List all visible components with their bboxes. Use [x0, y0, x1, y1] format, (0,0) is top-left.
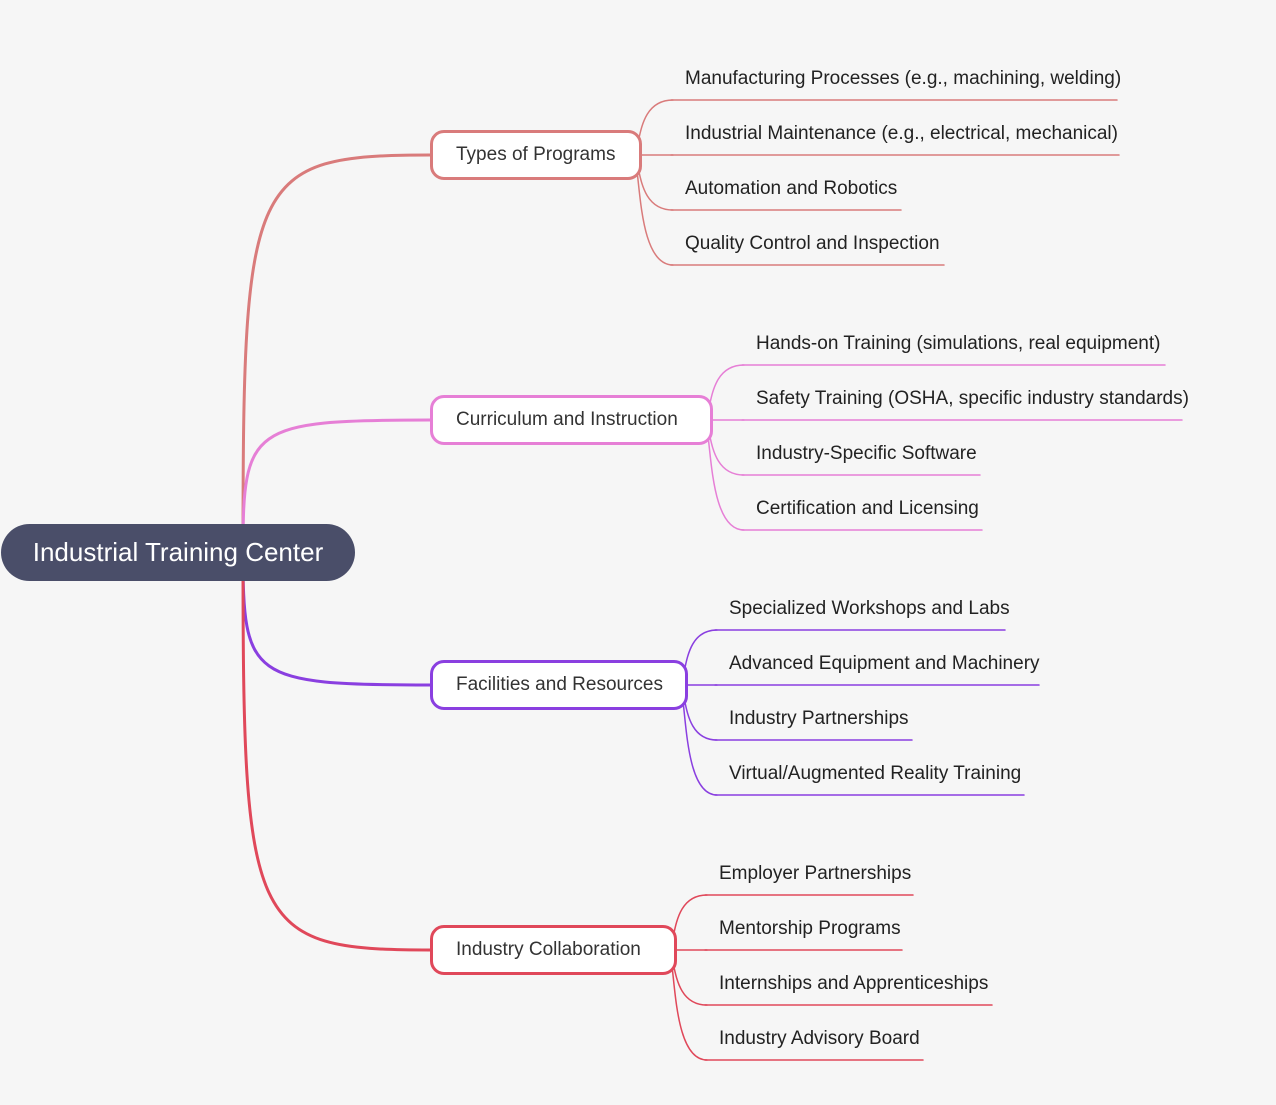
child-label: Employer Partnerships: [719, 863, 912, 884]
child-node-3-1[interactable]: Mentorship Programs: [719, 917, 901, 941]
child-label: Advanced Equipment and Machinery: [729, 653, 1040, 674]
child-label: Internships and Apprenticeships: [719, 973, 989, 994]
branch-node-2[interactable]: Facilities and Resources: [430, 660, 688, 710]
child-node-0-0[interactable]: Manufacturing Processes (e.g., machining…: [685, 67, 1121, 91]
child-node-0-3[interactable]: Quality Control and Inspection: [685, 232, 940, 256]
child-label: Industry Advisory Board: [719, 1028, 920, 1049]
branch-label: Industry Collaboration: [456, 939, 641, 960]
child-node-2-2[interactable]: Industry Partnerships: [729, 707, 909, 731]
root-node[interactable]: Industrial Training Center: [1, 524, 355, 581]
child-label: Specialized Workshops and Labs: [729, 598, 1010, 619]
child-label: Hands-on Training (simulations, real equ…: [756, 333, 1161, 354]
child-label: Quality Control and Inspection: [685, 233, 940, 254]
child-node-0-1[interactable]: Industrial Maintenance (e.g., electrical…: [685, 122, 1118, 146]
child-label: Automation and Robotics: [685, 178, 898, 199]
child-label: Industry Partnerships: [729, 708, 909, 729]
child-label: Safety Training (OSHA, specific industry…: [756, 388, 1189, 409]
branch-node-0[interactable]: Types of Programs: [430, 130, 642, 180]
child-node-3-2[interactable]: Internships and Apprenticeships: [719, 972, 988, 996]
child-node-3-3[interactable]: Industry Advisory Board: [719, 1027, 920, 1051]
child-label: Virtual/Augmented Reality Training: [729, 763, 1022, 784]
branch-node-1[interactable]: Curriculum and Instruction: [430, 395, 713, 445]
child-label: Certification and Licensing: [756, 498, 979, 519]
child-node-2-3[interactable]: Virtual/Augmented Reality Training: [729, 762, 1021, 786]
child-node-1-2[interactable]: Industry-Specific Software: [756, 442, 977, 466]
root-connector-1: [241, 418, 432, 554]
child-node-1-3[interactable]: Certification and Licensing: [756, 497, 979, 521]
root-label: Industrial Training Center: [32, 537, 324, 567]
root-connector-0: [241, 153, 432, 554]
child-label: Industrial Maintenance (e.g., electrical…: [685, 123, 1118, 144]
child-node-2-1[interactable]: Advanced Equipment and Machinery: [729, 652, 1040, 676]
branch-label: Facilities and Resources: [456, 674, 663, 695]
child-node-1-1[interactable]: Safety Training (OSHA, specific industry…: [756, 387, 1189, 411]
child-node-2-0[interactable]: Specialized Workshops and Labs: [729, 597, 1010, 621]
root-connector-3: [241, 550, 432, 952]
branch-node-3[interactable]: Industry Collaboration: [430, 925, 677, 975]
branch-label: Curriculum and Instruction: [456, 409, 678, 430]
child-label: Manufacturing Processes (e.g., machining…: [685, 68, 1122, 89]
child-node-3-0[interactable]: Employer Partnerships: [719, 862, 911, 886]
child-label: Mentorship Programs: [719, 918, 901, 939]
child-node-1-0[interactable]: Hands-on Training (simulations, real equ…: [756, 332, 1160, 356]
child-label: Industry-Specific Software: [756, 443, 977, 464]
child-node-0-2[interactable]: Automation and Robotics: [685, 177, 897, 201]
branch-label: Types of Programs: [456, 144, 616, 165]
